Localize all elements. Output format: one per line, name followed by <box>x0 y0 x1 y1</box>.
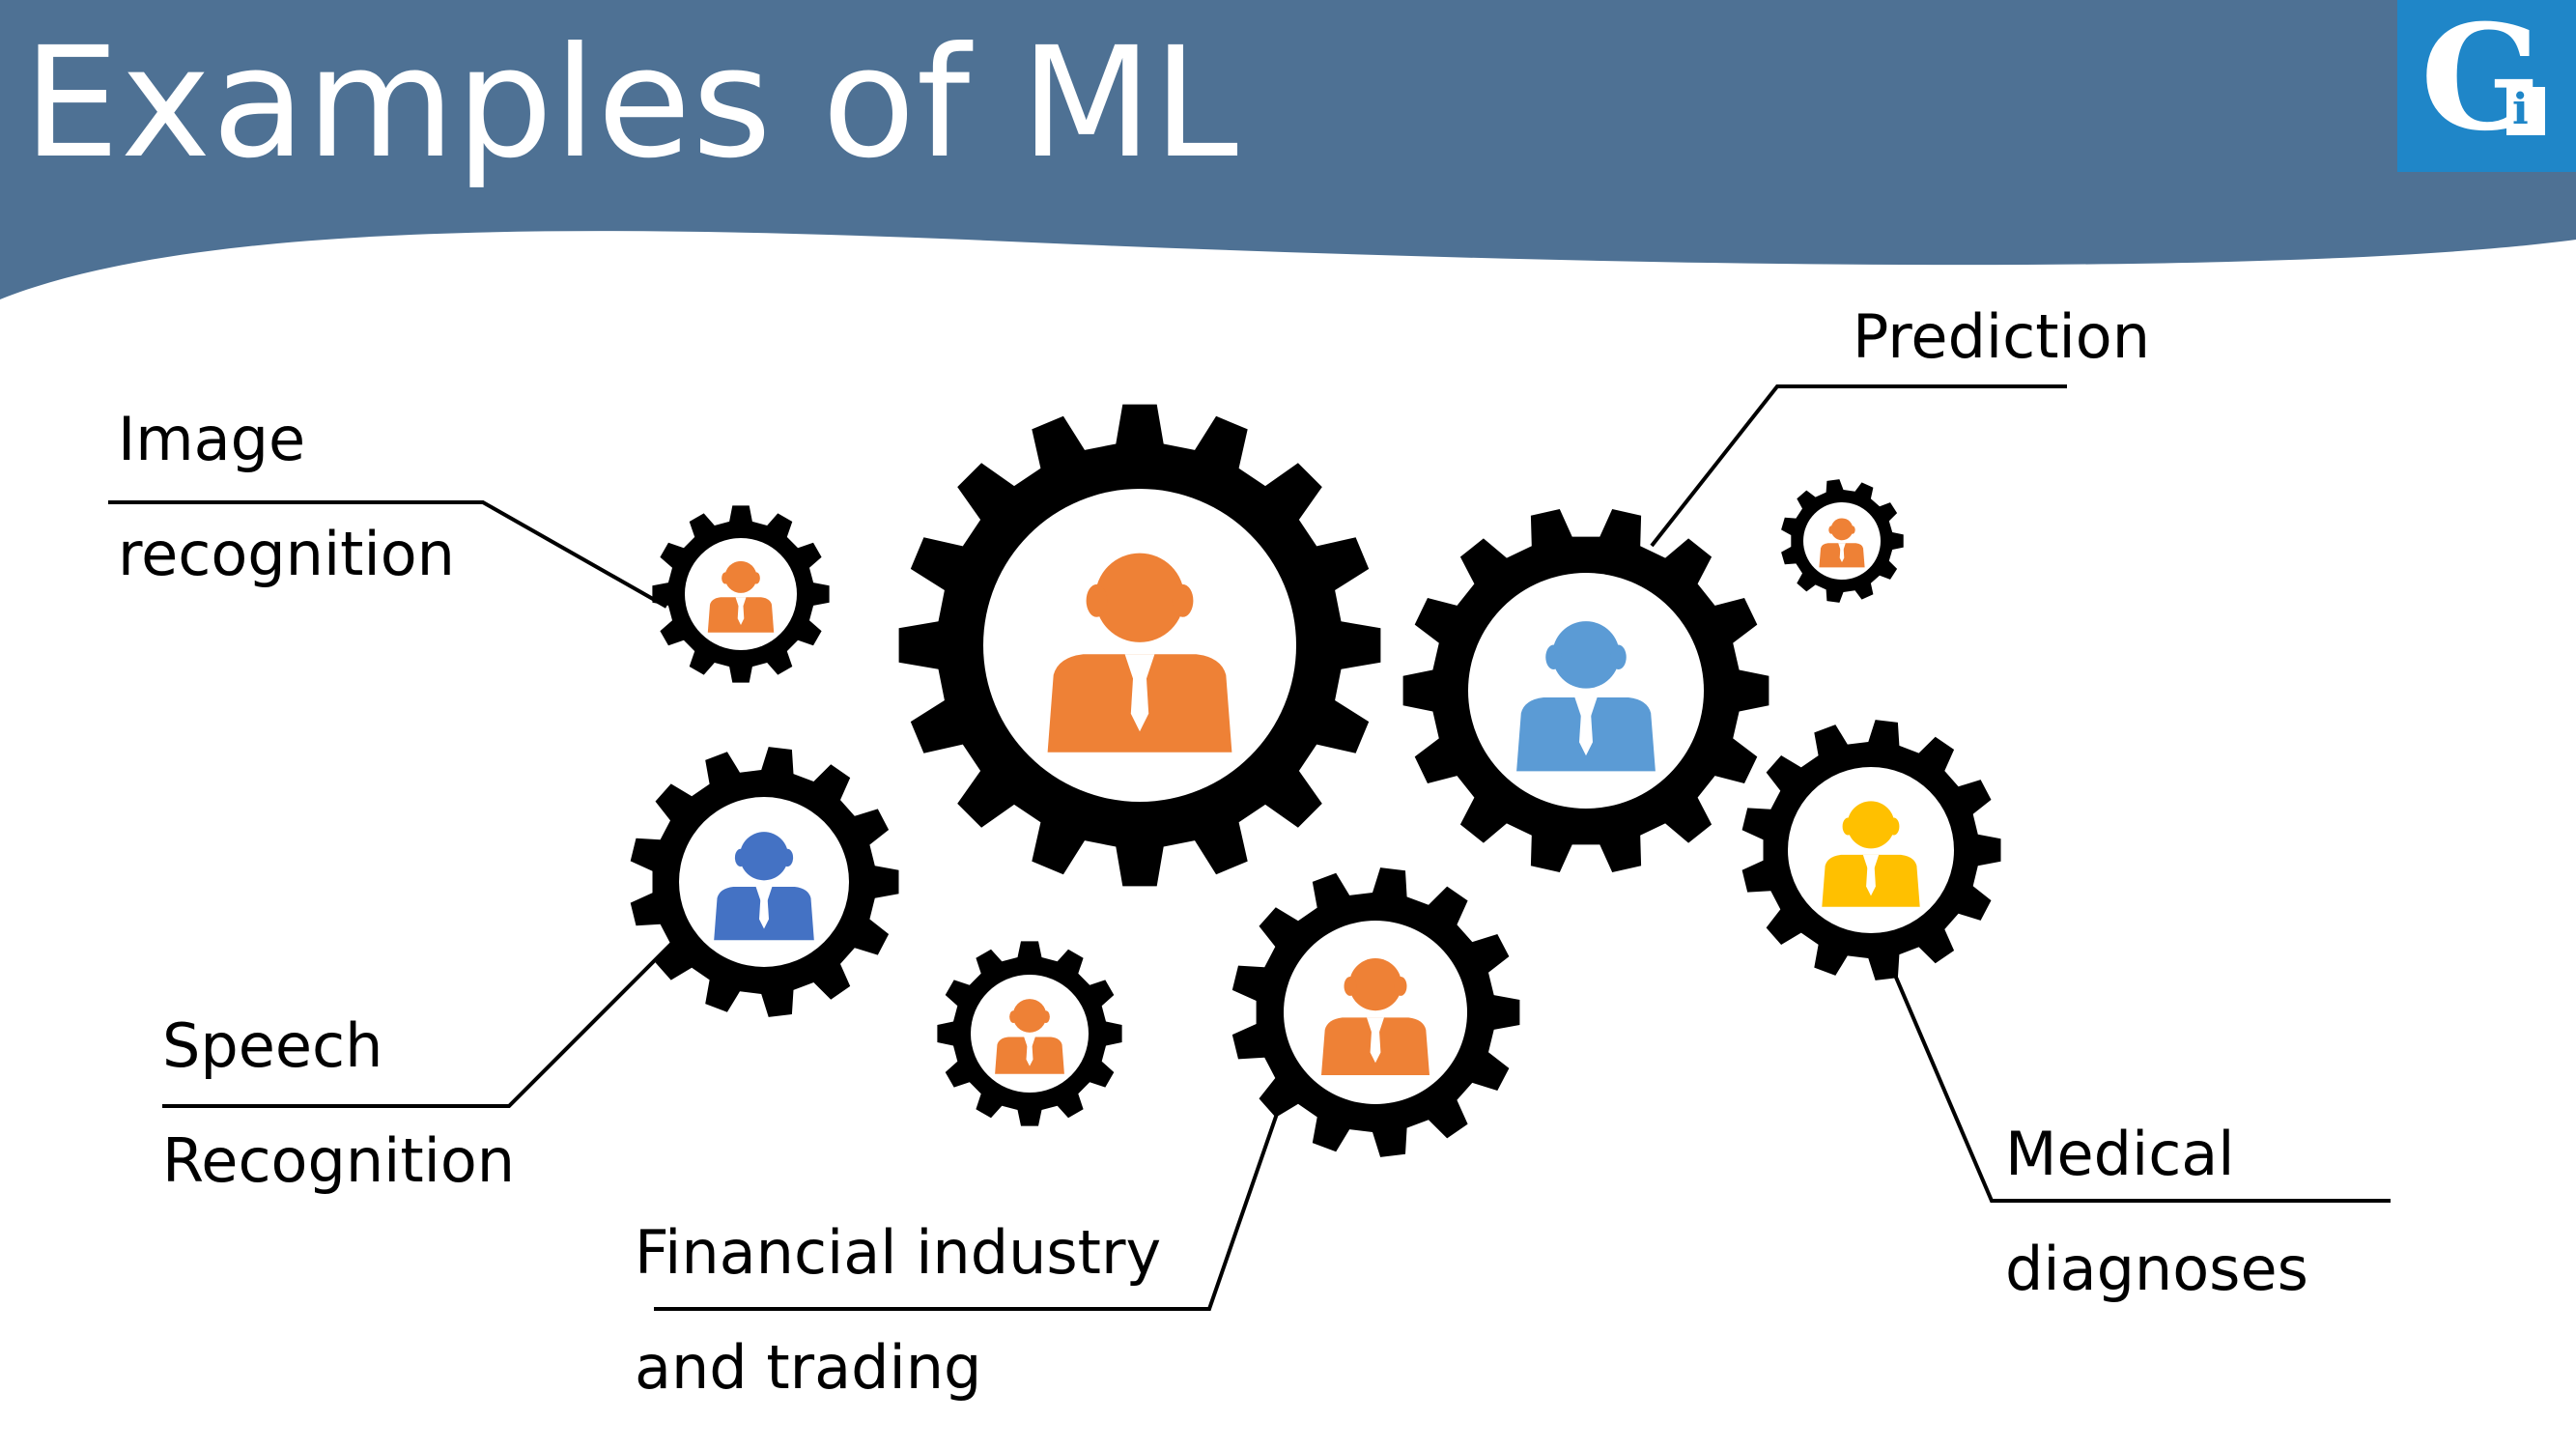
person-ear-icon <box>1344 976 1357 996</box>
person-ear-icon <box>1086 583 1108 617</box>
brand-logo: G i <box>2397 0 2576 172</box>
person-ear-icon <box>734 848 747 867</box>
connector-line <box>108 500 667 609</box>
gear-hole <box>1788 767 1954 933</box>
label-line2: Recognition <box>162 1125 516 1197</box>
label-image-recognition: Image recognition <box>118 406 455 588</box>
gear-orange <box>937 941 1122 1126</box>
person-head-icon <box>1847 801 1895 849</box>
person-ear-icon <box>1545 644 1562 669</box>
connector-line <box>654 1110 1280 1311</box>
person-head-icon <box>739 832 789 881</box>
gear-hole <box>971 975 1089 1093</box>
logo-sub-letter: i <box>2512 85 2529 134</box>
person-head-icon <box>724 560 757 593</box>
gear-hole <box>679 797 849 967</box>
connector-lines <box>108 384 2391 1311</box>
gear-light_blue <box>1402 509 1769 872</box>
person-ear-icon <box>1842 817 1854 836</box>
label-line2: diagnoses <box>2005 1234 2308 1305</box>
gear-hole <box>1803 502 1881 580</box>
person-ear-icon <box>752 572 760 584</box>
person-tie-icon <box>1370 1024 1381 1064</box>
person-tie-icon <box>1026 1041 1033 1066</box>
label-financial-industry: Financial industry and trading <box>635 1219 1161 1402</box>
gear-group <box>630 404 2001 1157</box>
person-ear-icon <box>1850 526 1855 534</box>
gear-yellow <box>1741 720 2001 980</box>
person-ear-icon <box>722 572 729 584</box>
logo-sub-box: i <box>2506 87 2545 135</box>
gear-hole <box>1284 921 1467 1104</box>
label-line1: Medical <box>2005 1119 2235 1189</box>
person-head-icon <box>1094 553 1185 642</box>
label-medical-diagnoses: Medical diagnoses <box>2005 1121 2308 1303</box>
person-tie-icon <box>1579 706 1593 756</box>
connector-line <box>162 940 675 1108</box>
person-ear-icon <box>1887 817 1900 836</box>
person-ear-icon <box>1610 644 1627 669</box>
label-line2: recognition <box>118 519 455 590</box>
person-head-icon <box>1348 958 1402 1011</box>
gear-hole <box>685 538 797 650</box>
person-tie-icon <box>759 893 769 929</box>
label-line1: Image <box>118 404 306 474</box>
gear-blue <box>630 747 899 1017</box>
label-line1: Prediction <box>1853 301 2151 372</box>
label-prediction: Prediction <box>1853 301 2151 372</box>
person-ear-icon <box>781 848 794 867</box>
gear-orange <box>1231 867 1520 1157</box>
gear-hole <box>983 489 1296 802</box>
person-ear-icon <box>1009 1010 1018 1023</box>
gear-orange <box>898 404 1381 887</box>
person-tie-icon <box>1866 861 1876 896</box>
connector-line <box>1650 384 2067 548</box>
person-ear-icon <box>1041 1010 1050 1023</box>
label-line1: Speech <box>162 1010 383 1081</box>
gear-orange <box>1781 479 1904 603</box>
label-speech-recognition: Speech Recognition <box>162 1012 515 1195</box>
person-tie-icon <box>1130 666 1149 732</box>
person-tie-icon <box>1839 546 1845 562</box>
label-line1: Financial industry <box>635 1217 1162 1288</box>
gear-hole <box>1468 573 1704 809</box>
person-head-icon <box>1012 999 1047 1033</box>
person-head-icon <box>1830 518 1854 541</box>
header-band <box>0 0 2576 299</box>
person-ear-icon <box>1828 526 1834 534</box>
page-title: Examples of ML <box>23 14 1239 192</box>
person-head-icon <box>1552 621 1620 689</box>
gear-orange <box>652 505 830 683</box>
label-line2: and trading <box>635 1332 982 1404</box>
person-ear-icon <box>1172 583 1194 617</box>
person-ear-icon <box>1394 976 1407 996</box>
connector-line <box>1889 965 2391 1203</box>
person-tie-icon <box>737 601 745 625</box>
